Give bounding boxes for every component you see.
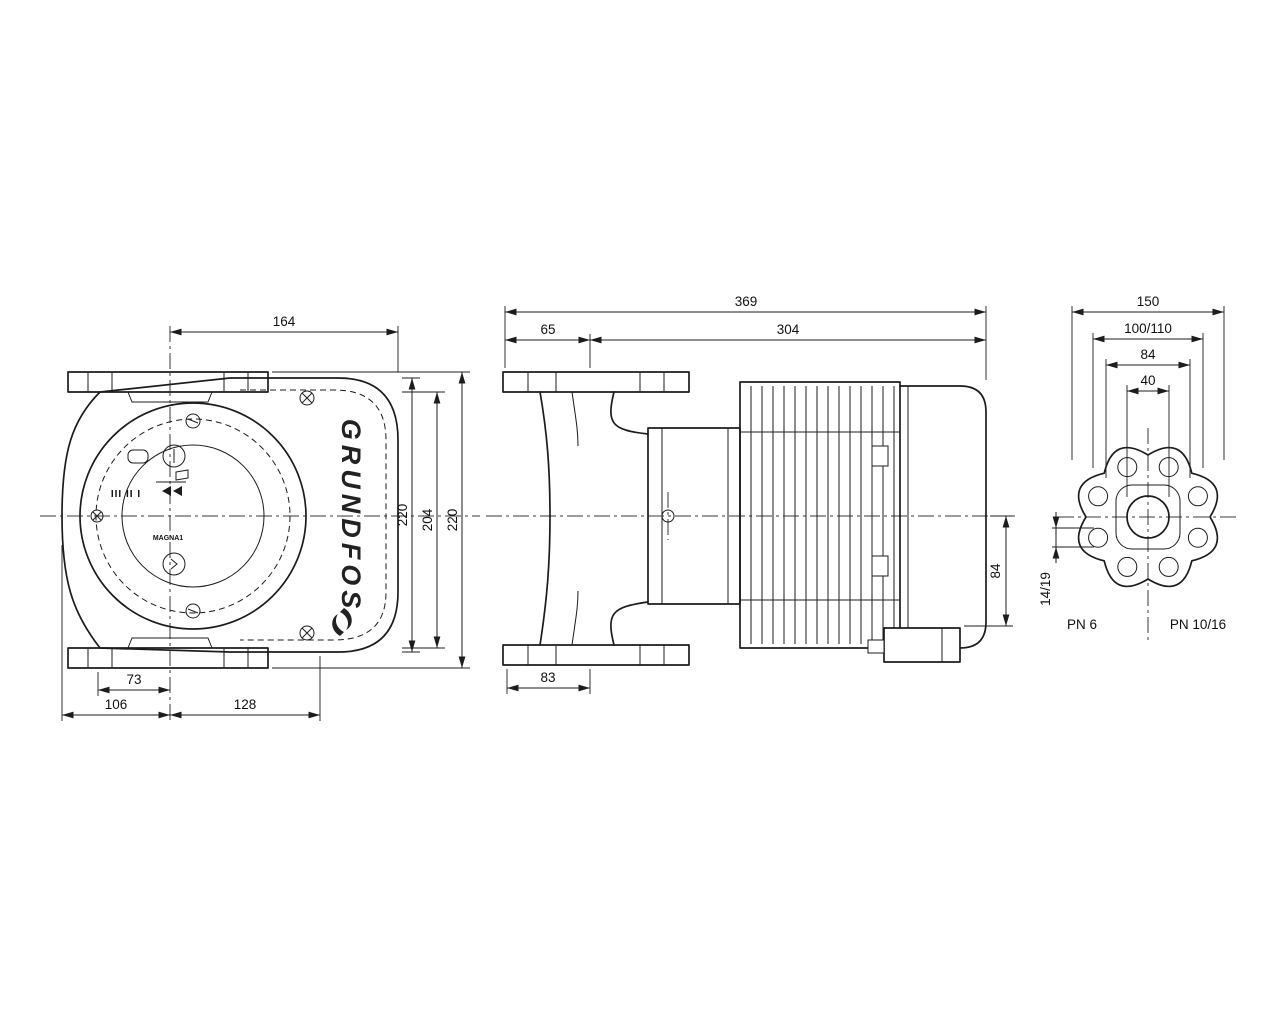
dim-label-106: 106 [105, 697, 128, 712]
clip-detail-top [871, 445, 889, 467]
gasket-face [1115, 484, 1181, 550]
dim-label-220-outer: 220 [445, 509, 460, 532]
face-plate-circle [121, 444, 265, 588]
stator-fin-housing [739, 381, 901, 649]
volute-inner-lines [571, 391, 579, 646]
dim-label-84-flange: 84 [1140, 347, 1156, 362]
flange-view: 150 100/110 84 40 14/19 PN 6 PN 10/16 [1038, 294, 1240, 642]
dim-label-65: 65 [540, 322, 555, 337]
arrows-icon [162, 486, 182, 496]
side-view: 369 65 304 83 84 [486, 294, 1016, 694]
terminal-box [883, 627, 961, 663]
mode-indicator: III II I [111, 489, 141, 500]
clip-detail-bottom [871, 555, 889, 577]
face-screws [90, 390, 315, 641]
dim-label-40: 40 [1140, 373, 1155, 388]
dim-label-100-110: 100/110 [1124, 321, 1172, 336]
side-top-flange [502, 371, 690, 393]
clamp-screw [661, 509, 675, 523]
mode-button [162, 444, 186, 468]
dim-label-83: 83 [540, 670, 555, 685]
brand-vertical: GRUNDFOS [336, 419, 366, 614]
control-box-hidden-outline [240, 389, 387, 641]
dim-label-369: 369 [735, 294, 758, 309]
flange-necks [127, 391, 213, 649]
dim-label-204: 204 [420, 508, 435, 531]
dim-label-128: 128 [234, 697, 257, 712]
model-label: MAGNA1 [153, 535, 183, 542]
fin-lines [750, 386, 895, 644]
grundfos-logo-icon [332, 608, 352, 636]
pn6-label: PN 6 [1067, 617, 1097, 632]
dim-label-84-side: 84 [988, 563, 1003, 579]
end-cap [899, 385, 987, 649]
flange-scalloped-outline [1077, 446, 1219, 588]
volute-right-profile [610, 391, 649, 646]
right-extension-lines [272, 371, 470, 669]
dim-label-164: 164 [273, 314, 296, 329]
pointer-flag-icon [156, 469, 189, 483]
top-flange [67, 371, 269, 393]
pn1016-label: PN 10/16 [1170, 617, 1226, 632]
dim-label-73: 73 [126, 672, 141, 687]
pump-body-outline [61, 377, 399, 653]
bottom-extension-lines [61, 545, 321, 721]
side-bottom-flange [502, 644, 690, 666]
side-flange-bolt-marks [527, 372, 665, 665]
select-button [162, 552, 186, 576]
dim-label-14-19: 14/19 [1038, 572, 1053, 606]
dim-label-150: 150 [1137, 294, 1160, 309]
chevron-right-icon [170, 558, 178, 570]
volute-left-profile [539, 391, 551, 646]
cable-gland [867, 639, 885, 654]
dim-label-220-inner: 220 [395, 504, 410, 527]
bottom-flange [67, 647, 269, 669]
bore-circle [1126, 495, 1170, 539]
flange-extension-lines [1052, 306, 1225, 548]
pump-head-circle [79, 402, 307, 630]
dim-label-304: 304 [777, 322, 800, 337]
front-view: III II I MAGNA1 GRUNDFOS 164 220 204 220 [40, 314, 480, 724]
display-window [127, 449, 149, 464]
flange-bolt-marks [87, 372, 249, 668]
pump-head-hidden-circle [95, 418, 291, 614]
